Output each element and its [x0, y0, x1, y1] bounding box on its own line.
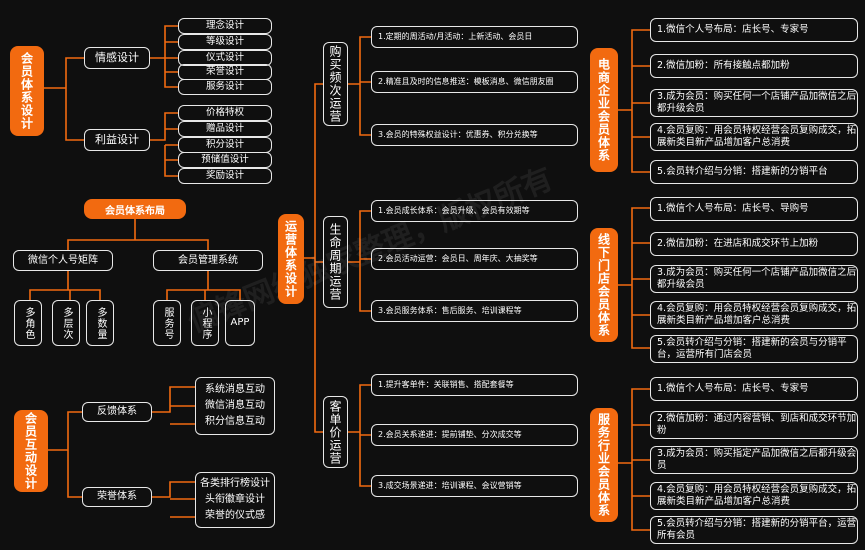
order-item: 3.成交场景递进：培训课程、会议营销等 — [371, 475, 578, 497]
ecommerce-item: 4.会员复购：用会员特权经营会员复购成交，拓展新类目新产品增加客户总消费 — [650, 123, 858, 151]
service-root: 服务行业会员体系 — [590, 408, 618, 522]
ecommerce-item: 5.会员转介绍与分销：搭建新的分销平台 — [650, 160, 858, 184]
lifecycle-item: 3.会员服务体系：售后服务、培训课程等 — [371, 300, 578, 322]
membership-system-root: 会员体系设计 — [10, 46, 44, 136]
offline-item: 1.微信个人号布局：店长号、导购号 — [650, 197, 858, 221]
emotion-item: 理念设计 — [178, 18, 272, 34]
benefit-item: 预储值设计 — [178, 152, 272, 168]
emotion-design-node: 情感设计 — [84, 47, 150, 69]
benefit-item: 赠品设计 — [178, 121, 272, 137]
service-item: 5.会员转介绍与分销：搭建新的分销平台，运营所有会员 — [650, 516, 858, 544]
wechat-item: 多层次 — [52, 300, 80, 346]
honor-item: 各类排行榜设计 — [200, 478, 270, 489]
emotion-item: 荣誉设计 — [178, 64, 272, 80]
offline-root: 线下门店会员体系 — [590, 228, 618, 342]
purchase-item: 1.定期的周活动/月活动：上新活动、会员日 — [371, 26, 578, 48]
offline-item: 5.会员转介绍与分销：搭建新的会员与分销平台，运营所有门店会员 — [650, 335, 858, 363]
emotion-item: 仪式设计 — [178, 50, 272, 66]
service-item: 2.微信加粉：通过内容营销、到店和成交环节加粉 — [650, 411, 858, 439]
honor-item: 荣誉的仪式感 — [205, 510, 265, 521]
feedback-item: 微信消息互动 — [205, 400, 265, 411]
lifecycle-item: 2.会员活动运营：会员日、周年庆、大抽奖等 — [371, 248, 578, 270]
interaction-root: 会员互动设计 — [14, 410, 48, 492]
offline-item: 2.微信加粉：在进店和成交环节上加粉 — [650, 232, 858, 256]
ecommerce-item: 3.成为会员：购买任何一个店铺产品加微信之后都升级会员 — [650, 89, 858, 117]
benefit-item: 价格特权 — [178, 105, 272, 121]
wechat-matrix-node: 微信个人号矩阵 — [13, 250, 113, 271]
purchase-item: 2.精准且及时的信息推送：模板消息、微信朋友圈 — [371, 71, 578, 93]
system-item: 服务号 — [153, 300, 181, 346]
feedback-item: 系统消息互动 — [205, 384, 265, 395]
purchase-frequency-node: 购买频次运营 — [323, 42, 348, 126]
offline-item: 4.会员复购：用会员特权经营会员复购成交，拓展新类目新产品增加客户总消费 — [650, 301, 858, 329]
order-value-node: 客单价运营 — [323, 396, 348, 468]
layout-root: 会员体系布局 — [84, 199, 186, 219]
ecommerce-root: 电商企业会员体系 — [590, 48, 618, 172]
honor-system-node: 荣誉体系 — [82, 487, 152, 507]
order-item: 2.会员关系递进：提前铺垫、分次成交等 — [371, 424, 578, 446]
system-item: APP — [225, 300, 255, 346]
benefit-design-node: 利益设计 — [84, 129, 150, 151]
purchase-item: 3.会员的特殊权益设计：优惠券、积分兑换等 — [371, 124, 578, 146]
feedback-system-node: 反馈体系 — [82, 402, 152, 422]
ecommerce-item: 2.微信加粉：所有接触点都加粉 — [650, 54, 858, 78]
ecommerce-item: 1.微信个人号布局：店长号、专家号 — [650, 18, 858, 42]
lifecycle-node: 生命周期运营 — [323, 216, 348, 308]
operation-root: 运营体系设计 — [278, 214, 304, 304]
member-system-node: 会员管理系统 — [153, 250, 263, 271]
emotion-item: 等级设计 — [178, 34, 272, 50]
service-item: 3.成为会员：购买指定产品加微信之后都升级会员 — [650, 446, 858, 474]
order-item: 1.提升客单件：关联销售、搭配套餐等 — [371, 374, 578, 396]
offline-item: 3.成为会员：购买任何一个店铺产品加微信之后都升级会员 — [650, 265, 858, 293]
lifecycle-item: 1.会员成长体系：会员升级、会员有效期等 — [371, 200, 578, 222]
honor-list: 各类排行榜设计 头衔徽章设计 荣誉的仪式感 — [195, 472, 275, 528]
feedback-item: 积分信息互动 — [205, 416, 265, 427]
feedback-list: 系统消息互动 微信消息互动 积分信息互动 — [195, 377, 275, 435]
emotion-item: 服务设计 — [178, 79, 272, 95]
system-item: 小程序 — [191, 300, 219, 346]
service-item: 1.微信个人号布局：店长号、专家号 — [650, 377, 858, 401]
wechat-item: 多数量 — [86, 300, 114, 346]
wechat-item: 多角色 — [14, 300, 42, 346]
service-item: 4.会员复购：用会员特权经营会员复购成交，拓展新类目新产品增加客户总消费 — [650, 482, 858, 510]
benefit-item: 奖励设计 — [178, 168, 272, 184]
benefit-item: 积分设计 — [178, 137, 272, 153]
honor-item: 头衔徽章设计 — [205, 494, 265, 505]
